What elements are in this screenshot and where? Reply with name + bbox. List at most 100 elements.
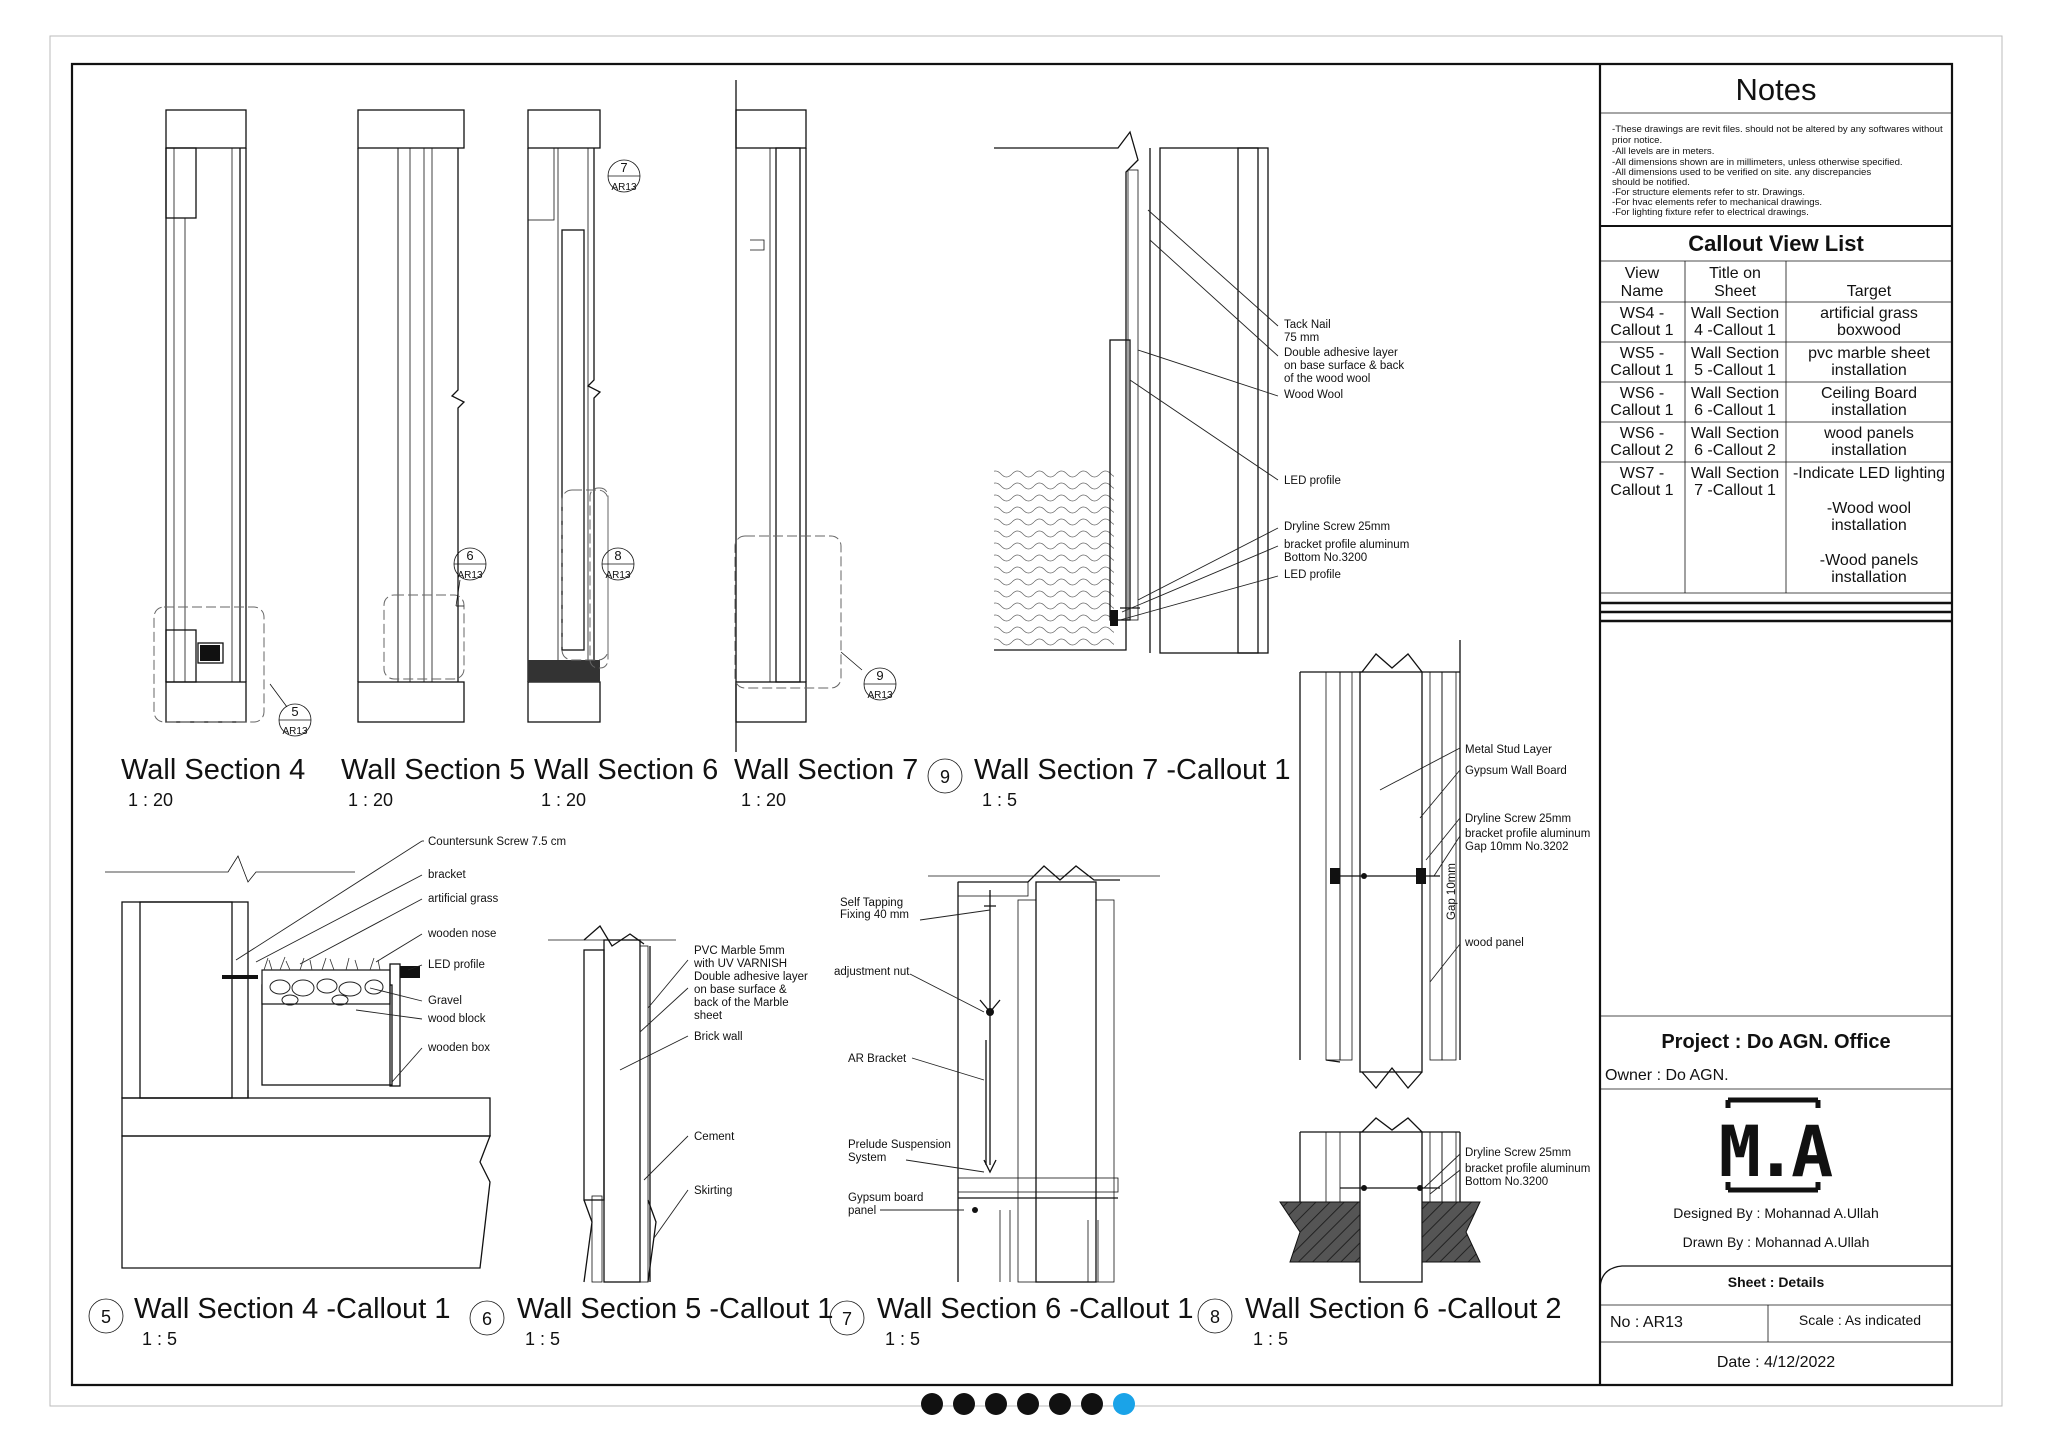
view-scale-ws6c2: 1 : 5 [1253, 1329, 1288, 1349]
ws5-callout-1-drawing [548, 924, 676, 1283]
label-gap: Gap 10mm [1446, 863, 1458, 920]
callout-tag-7: 7 AR13 [607, 159, 641, 193]
label-prelude-suspension: System [848, 1152, 886, 1164]
page-dot-active[interactable] [1113, 1393, 1135, 1415]
ws6-callout-1-drawing [928, 865, 1160, 1283]
view-title-ws7: Wall Section 7 [734, 754, 918, 786]
header-view-name: View [1625, 265, 1660, 282]
cell-view-name: Callout 1 [1610, 482, 1673, 499]
view-number: 8 [1210, 1307, 1220, 1327]
label-wood-panel: wood panel [1464, 937, 1524, 949]
cell-target: -Wood wool [1827, 500, 1911, 517]
page-indicator [921, 1393, 1135, 1415]
view-title-ws6: Wall Section 6 [534, 754, 718, 786]
cell-title: 7 -Callout 1 [1694, 482, 1776, 499]
cell-target: installation [1831, 362, 1907, 379]
cell-target: Ceiling Board [1821, 385, 1917, 402]
logo-text: M.A [1719, 1111, 1833, 1193]
view-number-9: 9 [927, 758, 963, 794]
note-line: -All levels are in meters. [1612, 146, 1714, 157]
view-title-ws5c1: Wall Section 5 -Callout 1 [517, 1293, 833, 1325]
callout-tag-6: 6 AR13 [453, 547, 487, 581]
view-scale-ws4c1: 1 : 5 [142, 1329, 177, 1349]
view-title-ws4c1: Wall Section 4 -Callout 1 [134, 1293, 450, 1325]
label-double-adhesive: of the wood wool [1284, 373, 1370, 385]
tag-sheet: AR13 [611, 182, 636, 193]
label-wooden-box: wooden box [427, 1042, 490, 1054]
view-title-ws6c2: Wall Section 6 -Callout 2 [1245, 1293, 1561, 1325]
cell-target: wood panels [1823, 425, 1914, 442]
view-scale-ws4: 1 : 20 [128, 790, 173, 810]
tag-number: 6 [466, 548, 473, 563]
label-dryline-screw: Dryline Screw 25mm [1284, 521, 1390, 533]
page-dot[interactable] [1017, 1393, 1039, 1415]
label-prelude-suspension: Prelude Suspension [848, 1139, 951, 1151]
label-double-adhesive: Double adhesive layer [694, 971, 808, 983]
note-line: -For hvac elements refer to mechanical d… [1612, 197, 1822, 208]
view-number-8: 8 [1197, 1298, 1233, 1334]
page-dot[interactable] [985, 1393, 1007, 1415]
page-dot[interactable] [953, 1393, 975, 1415]
cell-target: boxwood [1837, 322, 1901, 339]
page-dot[interactable] [1081, 1393, 1103, 1415]
label-brick-wall: Brick wall [694, 1031, 743, 1043]
cell-title: Wall Section [1691, 385, 1779, 402]
note-line: -All dimensions used to be verified on s… [1612, 167, 1871, 178]
label-double-adhesive: on base surface & back [1284, 360, 1404, 372]
header-view-name: Name [1621, 283, 1664, 300]
cell-title: Wall Section [1691, 305, 1779, 322]
label-countersunk-screw: Countersunk Screw 7.5 cm [428, 836, 566, 848]
label-wood-wool: Wood Wool [1284, 389, 1343, 401]
owner-name: Owner : Do AGN. [1605, 1067, 1729, 1084]
cell-target: artificial grass [1820, 305, 1918, 322]
wall-section-5-drawing [357, 109, 466, 723]
label-ar-bracket: AR Bracket [848, 1053, 907, 1065]
page-dot[interactable] [921, 1393, 943, 1415]
label-led-profile-2: LED profile [1284, 569, 1341, 581]
view-number: 5 [101, 1307, 111, 1327]
label-pvc-marble: with UV VARNISH [693, 958, 787, 970]
page-dot[interactable] [1049, 1393, 1071, 1415]
ws6-callout-1-labels: Self Tapping Fixing 40 mm adjustment nut… [834, 897, 991, 1217]
cell-target: installation [1831, 569, 1907, 586]
view-title-ws4: Wall Section 4 [121, 754, 305, 786]
label-metal-stud: Metal Stud Layer [1465, 744, 1552, 756]
view-scale-ws6: 1 : 20 [541, 790, 586, 810]
cell-target: installation [1831, 517, 1907, 534]
view-title-ws7c1: Wall Section 7 -Callout 1 [974, 754, 1290, 786]
note-line: -All dimensions shown are in millimeters… [1612, 157, 1903, 168]
callout-tag-8: 8 AR13 [601, 547, 635, 581]
header-title-on-sheet: Sheet [1714, 283, 1756, 300]
callout-tag-5: 5 AR13 [278, 703, 312, 737]
label-skirting: Skirting [694, 1185, 732, 1197]
label-wood-block: wood block [427, 1013, 486, 1025]
wall-section-7-drawing [734, 80, 863, 752]
label-self-tapping: Self Tapping [840, 897, 903, 909]
label-double-adhesive: on base surface & [694, 984, 787, 996]
tag-sheet: AR13 [605, 570, 630, 581]
callout-tag-9: 9 AR13 [863, 667, 897, 701]
tag-sheet: AR13 [867, 690, 892, 701]
note-line: prior notice. [1612, 135, 1662, 146]
label-bracket-profile: bracket profile aluminum [1284, 539, 1409, 551]
view-number: 6 [482, 1309, 492, 1329]
cell-target: -Indicate LED lighting [1793, 465, 1945, 482]
view-scale-ws7c1: 1 : 5 [982, 790, 1017, 810]
label-self-tapping: Fixing 40 mm [840, 909, 909, 921]
tag-sheet: AR13 [282, 726, 307, 737]
cell-title: Wall Section [1691, 345, 1779, 362]
tag-number: 9 [876, 668, 883, 683]
ma-logo: M.A [1719, 1097, 1839, 1193]
sheet-label: Sheet : Details [1728, 1274, 1825, 1290]
notes-title: Notes [1736, 72, 1817, 107]
cell-title: 4 -Callout 1 [1694, 322, 1776, 339]
cell-title: Wall Section [1691, 425, 1779, 442]
view-title-ws6c1: Wall Section 6 -Callout 1 [877, 1293, 1193, 1325]
view-number-5: 5 [88, 1298, 124, 1334]
designed-by: Designed By : Mohannad A.Ullah [1673, 1205, 1878, 1221]
tag-number: 5 [291, 704, 298, 719]
cell-title: 6 -Callout 1 [1694, 402, 1776, 419]
ws5-callout-1-labels: PVC Marble 5mm with UV VARNISH Double ad… [619, 945, 808, 1239]
tag-number: 7 [620, 160, 627, 175]
title-block: Notes -These drawings are revit files. s… [1599, 72, 1952, 1371]
